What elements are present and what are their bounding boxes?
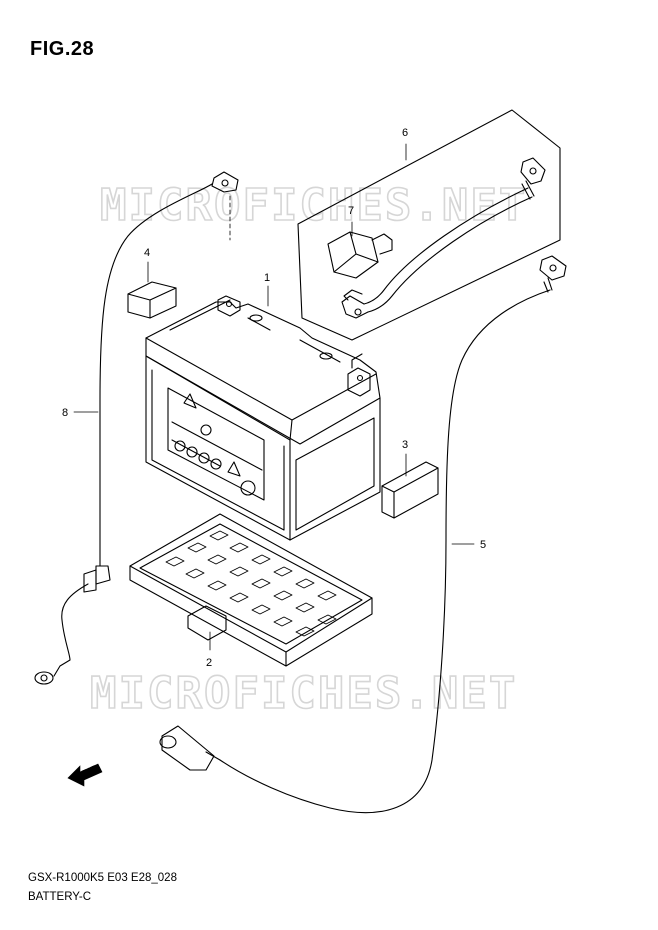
callout-3: 3	[402, 439, 408, 451]
battery-tray-2	[129, 513, 373, 667]
figure-name: BATTERY-C	[28, 891, 92, 903]
cable-5	[159, 255, 567, 814]
callout-2: 2	[206, 657, 212, 669]
callout-5: 5	[480, 539, 486, 551]
battery-1	[145, 295, 381, 541]
fwd-arrow-icon: FWD	[67, 763, 103, 787]
figure-title: FIG.28	[30, 38, 95, 60]
cable-6	[341, 157, 546, 319]
callout-7: 7	[348, 205, 354, 217]
cable-8	[34, 171, 239, 685]
pad-3	[381, 461, 439, 519]
leader-lines	[73, 143, 475, 651]
model-code: GSX-R1000K5 E03 E28_028	[28, 872, 177, 884]
watermark-bottom: MICROFICHES.NET	[90, 668, 517, 719]
callout-6: 6	[402, 127, 408, 139]
terminal-cover-7	[327, 231, 393, 279]
callout-1: 1	[264, 272, 270, 284]
kit-outline-6	[297, 109, 561, 341]
callout-8: 8	[62, 407, 68, 419]
callout-4: 4	[144, 247, 150, 259]
pad-4	[127, 281, 177, 319]
